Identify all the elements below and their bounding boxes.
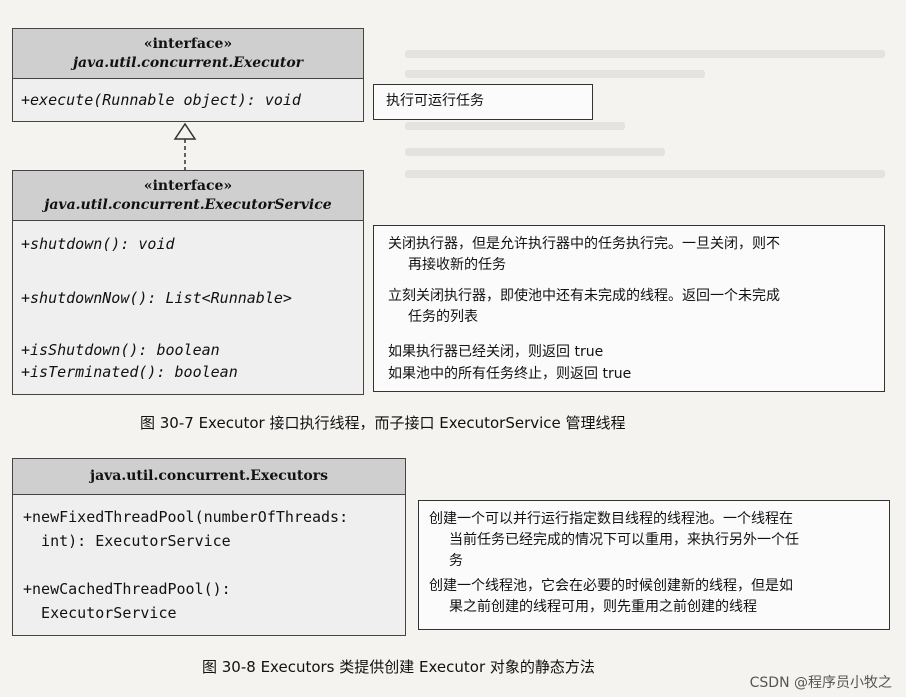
background-noise	[405, 148, 665, 156]
new-cached-thread-pool-line1: +newCachedThreadPool():	[23, 580, 231, 598]
background-noise	[405, 70, 705, 78]
fixed-pool-note-line1: 创建一个可以并行运行指定数目线程的线程池。一个线程在	[429, 511, 793, 527]
executors-notes: 创建一个可以并行运行指定数目线程的线程池。一个线程在 当前任务已经完成的情况下可…	[418, 500, 890, 630]
figure-30-8-caption: 图 30-8 Executors 类提供创建 Executor 对象的静态方法	[202, 658, 595, 676]
shutdown-now-note-line2: 任务的列表	[408, 309, 478, 325]
new-cached-thread-pool-line2: ExecutorService	[23, 604, 177, 622]
shutdown-now-note-line1: 立刻关闭执行器，即使池中还有未完成的线程。返回一个未完成	[388, 288, 780, 304]
executor-service-header: «interface» java.util.concurrent.Executo…	[13, 171, 363, 221]
execute-note-text: 执行可运行任务	[386, 93, 484, 109]
executor-class-name: java.util.concurrent.Executor	[72, 55, 304, 71]
executors-class-box: java.util.concurrent.Executors +newFixed…	[12, 458, 406, 636]
executors-header: java.util.concurrent.Executors	[13, 459, 405, 495]
executor-service-stereotype: «interface»	[143, 178, 233, 194]
is-terminated-method: +isTerminated(): boolean	[21, 363, 238, 381]
background-noise	[405, 170, 885, 178]
executors-class-name: java.util.concurrent.Executors	[90, 468, 328, 484]
background-noise	[405, 50, 885, 58]
is-terminated-note: 如果池中的所有任务终止，则返回 true	[388, 366, 632, 382]
cached-pool-note-line2: 果之前创建的线程可用，则先重用之前创建的线程	[449, 599, 757, 615]
hollow-triangle-icon	[173, 122, 197, 140]
fixed-pool-note-line3: 务	[449, 553, 463, 569]
executor-service-class-name: java.util.concurrent.ExecutorService	[44, 197, 332, 213]
shutdown-note-line1: 关闭执行器，但是允许执行器中的任务执行完。一旦关闭，则不	[388, 236, 780, 252]
executor-header: «interface» java.util.concurrent.Executo…	[13, 29, 363, 79]
shutdown-note-line2: 再接收新的任务	[408, 257, 506, 273]
executor-stereotype: «interface»	[143, 36, 233, 52]
execute-note: 执行可运行任务	[373, 84, 593, 120]
is-shutdown-method: +isShutdown(): boolean	[21, 341, 220, 359]
background-noise	[405, 122, 625, 130]
executor-service-interface-box: «interface» java.util.concurrent.Executo…	[12, 170, 364, 395]
figure-30-7-caption: 图 30-7 Executor 接口执行线程，而子接口 ExecutorServ…	[140, 414, 626, 432]
new-fixed-thread-pool-line2: int): ExecutorService	[23, 532, 231, 550]
csdn-watermark: CSDN @程序员小牧之	[749, 675, 892, 691]
fixed-pool-note-line2: 当前任务已经完成的情况下可以重用，来执行另外一个任	[449, 532, 799, 548]
is-shutdown-note: 如果执行器已经关闭，则返回 true	[388, 344, 604, 360]
executor-service-notes: 关闭执行器，但是允许执行器中的任务执行完。一旦关闭，则不 再接收新的任务 立刻关…	[373, 225, 885, 392]
cached-pool-note-line1: 创建一个线程池，它会在必要的时候创建新的线程，但是如	[429, 578, 793, 594]
shutdown-method: +shutdown(): void	[21, 235, 175, 253]
realization-arrow	[173, 122, 197, 172]
executor-interface-box: «interface» java.util.concurrent.Executo…	[12, 28, 364, 122]
execute-method: +execute(Runnable object): void	[21, 91, 301, 109]
shutdown-now-method: +shutdownNow(): List<Runnable>	[21, 289, 292, 307]
new-fixed-thread-pool-line1: +newFixedThreadPool(numberOfThreads:	[23, 508, 349, 526]
